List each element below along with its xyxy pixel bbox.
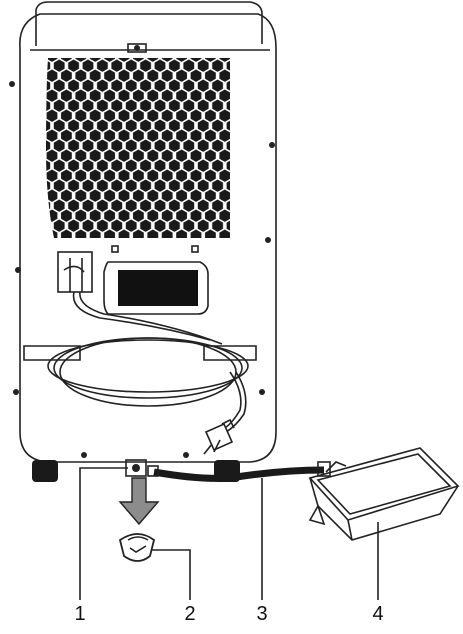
- screw: [265, 237, 271, 243]
- drain-plug: [120, 534, 154, 561]
- callout-4: 4: [372, 603, 383, 625]
- screw: [81, 452, 87, 458]
- callout-1: 1: [74, 603, 85, 625]
- callout-3: 3: [256, 603, 267, 625]
- cord-wrap: [24, 292, 256, 432]
- screw: [269, 142, 275, 148]
- screw: [183, 452, 189, 458]
- screw: [9, 81, 15, 87]
- callout-leaders: [80, 468, 378, 600]
- screw: [15, 267, 21, 273]
- air-grille: [40, 50, 240, 250]
- water-tray: [310, 448, 458, 540]
- downward-arrow-icon: [120, 478, 158, 524]
- callout-2: 2: [184, 603, 195, 625]
- screw: [259, 389, 265, 395]
- screw: [13, 389, 19, 395]
- rear-vent: [104, 262, 208, 314]
